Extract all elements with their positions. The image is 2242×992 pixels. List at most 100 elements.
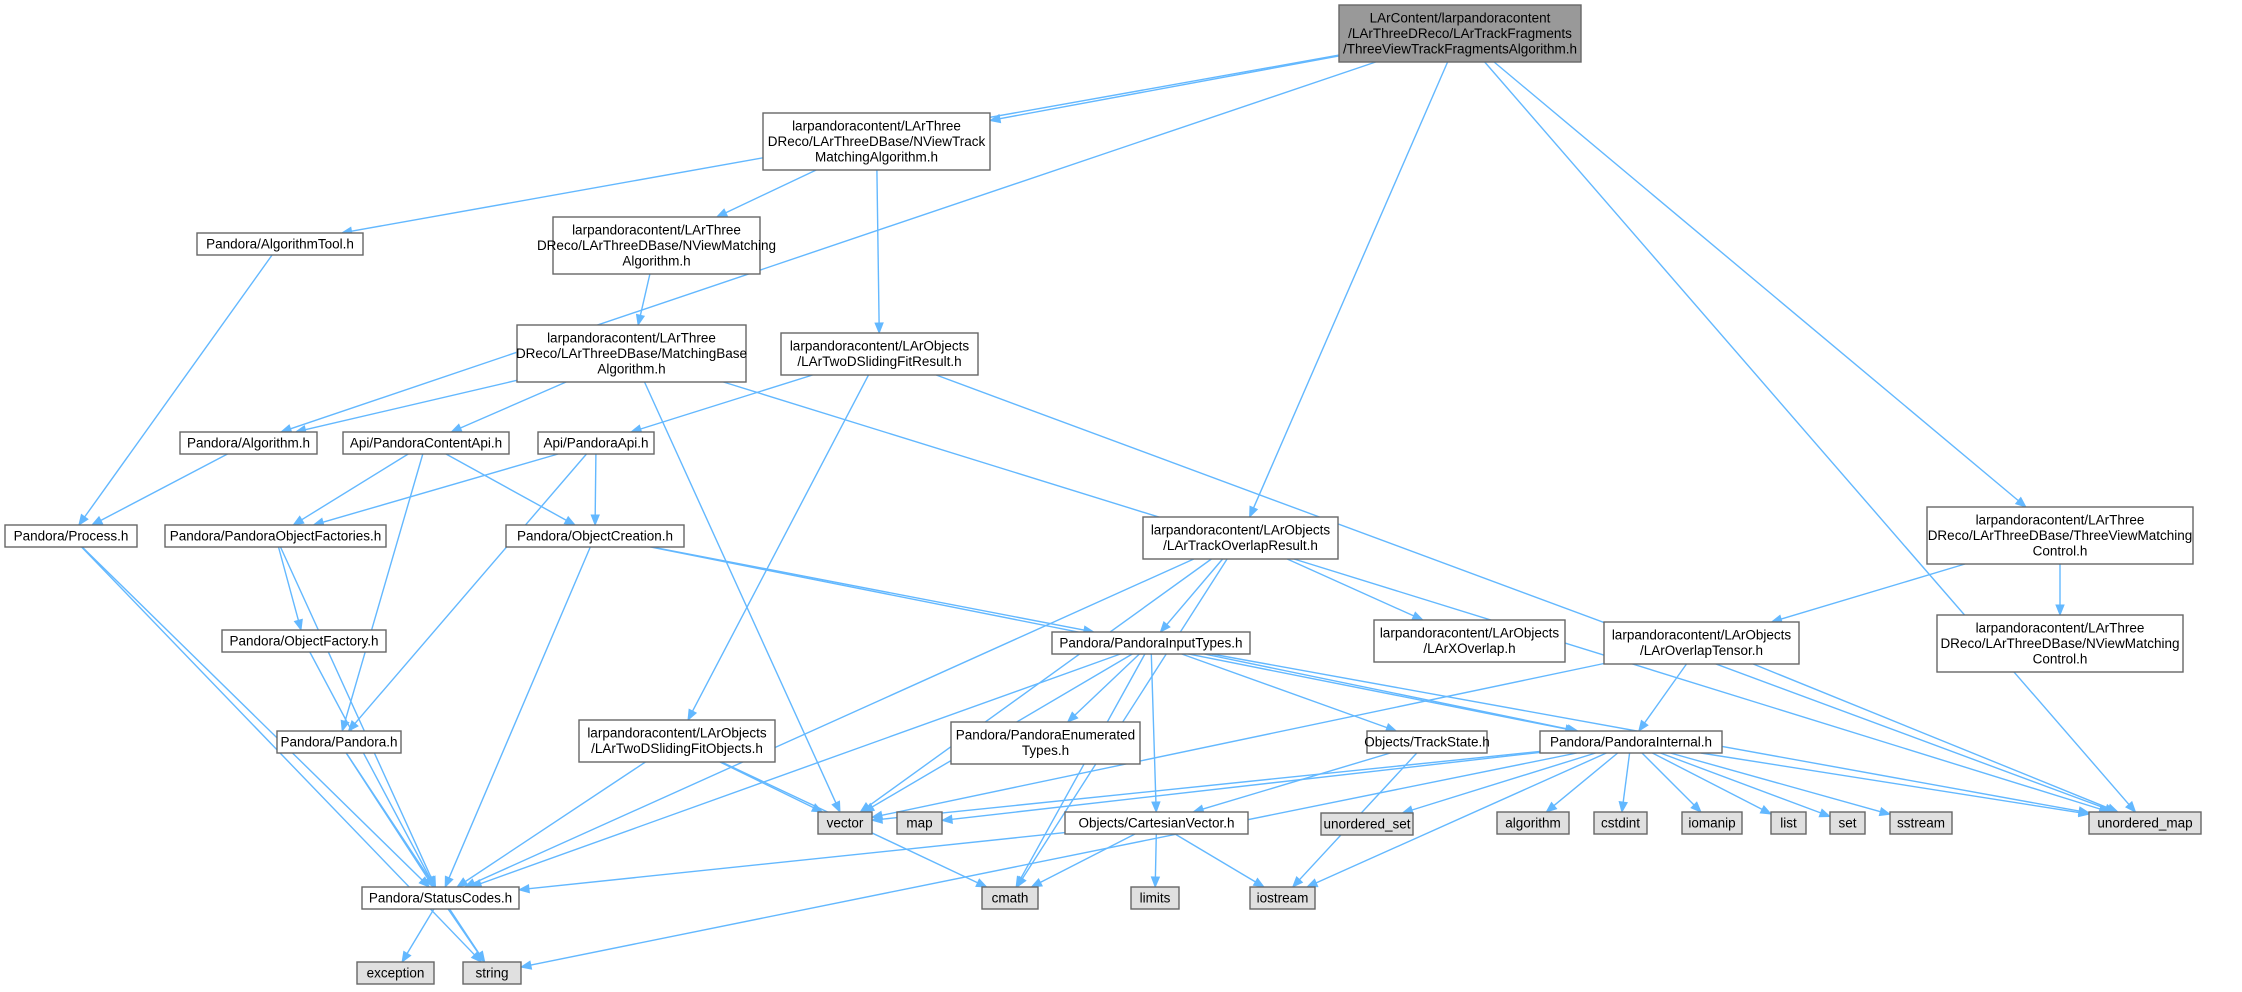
node-label-line: /LArTrackOverlapResult.h xyxy=(1163,538,1318,553)
edge-arrowhead xyxy=(1150,876,1161,889)
node-slidingobj[interactable]: larpandoracontent/LArObjects/LArTwoDSlid… xyxy=(578,719,776,763)
edge-line xyxy=(1021,558,1228,879)
edge-root-to-trackoverlap xyxy=(1249,61,1449,519)
node-label-line: Types.h xyxy=(1022,743,1069,758)
node-pandoraapi[interactable]: Api/PandoraApi.h xyxy=(537,431,655,455)
node-overlaptensor[interactable]: larpandoracontent/LArObjects/LArOverlapT… xyxy=(1603,621,1800,665)
node-statuscodes[interactable]: Pandora/StatusCodes.h xyxy=(361,886,520,910)
node-box xyxy=(1338,4,1582,63)
node-pandora-h[interactable]: Pandora/Pandora.h xyxy=(276,730,402,754)
node-label-line: Control.h xyxy=(2033,543,2088,558)
node-box xyxy=(780,332,979,376)
edge-arrowhead xyxy=(1159,620,1171,634)
edge-arrowhead xyxy=(455,877,469,888)
node-nviewctrl[interactable]: larpandoracontent/LArThreeDReco/LArThree… xyxy=(1936,614,2184,673)
edge-arrowhead xyxy=(687,708,698,722)
node-limits: limits xyxy=(1130,886,1180,910)
node-box xyxy=(1681,811,1743,835)
edge-line xyxy=(1074,653,1140,716)
edge-overlaptensor-to-internal xyxy=(1638,663,1688,733)
node-set: set xyxy=(1829,811,1866,835)
edge-line xyxy=(719,761,814,809)
node-matchbase[interactable]: larpandoracontent/LArThreeDReco/LArThree… xyxy=(516,324,747,383)
edge-line xyxy=(528,831,1066,890)
node-label-line: DReco/LArThreeDBase/MatchingBase xyxy=(516,346,747,361)
edge-arrowhead xyxy=(519,960,533,970)
node-trackstate[interactable]: Objects/TrackState.h xyxy=(1364,730,1490,754)
edge-line xyxy=(1181,653,1388,729)
node-box xyxy=(462,961,522,985)
edge-cartesian-to-statuscodes xyxy=(517,831,1066,894)
node-label-line: /LArXOverlap.h xyxy=(1423,641,1515,656)
node-algorithm-h[interactable]: Pandora/Algorithm.h xyxy=(179,431,318,455)
edge-internal-to-list xyxy=(1652,752,1773,815)
node-algtool[interactable]: Pandora/AlgorithmTool.h xyxy=(196,232,364,256)
node-trackoverlap[interactable]: larpandoracontent/LArObjects/LArTrackOve… xyxy=(1142,516,1339,560)
node-nviewmatch[interactable]: larpandoracontent/LArThreeDReco/LArThree… xyxy=(537,216,776,275)
node-internal[interactable]: Pandora/PandoraInternal.h xyxy=(1539,730,1723,754)
node-map: map xyxy=(896,811,943,835)
node-box xyxy=(1603,621,1800,665)
node-process[interactable]: Pandora/Process.h xyxy=(4,524,138,548)
edge-line xyxy=(322,453,559,523)
edge-line xyxy=(594,453,597,516)
edge-pandoraapi-to-pandora_h xyxy=(347,453,588,733)
node-objcreation[interactable]: Pandora/ObjectCreation.h xyxy=(505,524,685,548)
edge-slidingres-to-pandoraapi xyxy=(629,374,813,434)
node-nviewtrack[interactable]: larpandoracontent/LArThreeDReco/LArThree… xyxy=(762,112,991,171)
node-box xyxy=(1936,614,2184,673)
edge-arrowhead xyxy=(870,814,883,824)
node-objfactories[interactable]: Pandora/PandoraObjectFactories.h xyxy=(164,524,387,548)
node-root[interactable]: LArContent/larpandoracontent/LArThreeDRe… xyxy=(1338,4,1582,63)
edge-internal-to-iomanip xyxy=(1641,752,1702,813)
edge-arrowhead xyxy=(293,618,303,632)
edge-arrowhead xyxy=(474,950,486,964)
node-objfactory[interactable]: Pandora/ObjectFactory.h xyxy=(221,629,387,653)
edge-line xyxy=(1670,752,1881,813)
edge-arrowhead xyxy=(1291,876,1304,888)
edge-arrowhead xyxy=(1878,806,1892,817)
edge-arrowhead xyxy=(444,875,454,889)
edge-line xyxy=(305,379,518,431)
node-label-line: string xyxy=(475,965,508,980)
edge-nviewmatch-to-matchbase xyxy=(635,273,651,327)
edge-objcreation-to-statuscodes xyxy=(444,546,591,889)
edge-cartesian-to-iostream xyxy=(1174,833,1266,888)
node-sstream: sstream xyxy=(1889,811,1953,835)
edge-arrowhead xyxy=(2077,807,2091,818)
node-box xyxy=(1373,619,1566,663)
edge-line xyxy=(691,374,870,712)
edge-line xyxy=(460,381,567,429)
node-inputtypes[interactable]: Pandora/PandoraInputTypes.h xyxy=(1051,631,1251,655)
node-contentapi[interactable]: Api/PandoraContentApi.h xyxy=(342,431,510,455)
edge-arrowhead xyxy=(1411,611,1425,621)
node-slidingres[interactable]: larpandoracontent/LArObjects/LArTwoDSlid… xyxy=(780,332,979,376)
edge-line xyxy=(309,651,431,879)
node-threeviewctrl[interactable]: larpandoracontent/LArThreeDReco/LArThree… xyxy=(1926,506,2194,565)
node-box xyxy=(1593,811,1648,835)
edge-arrowhead xyxy=(1305,878,1319,888)
edge-line xyxy=(344,453,424,722)
edge-line xyxy=(643,381,837,804)
node-label-line: set xyxy=(1838,815,1856,830)
node-cartesian[interactable]: Objects/CartesianVector.h xyxy=(1064,811,1249,835)
edge-line xyxy=(301,453,409,521)
edge-line xyxy=(1204,653,1569,730)
edge-line xyxy=(406,908,435,954)
node-label-line: Pandora/ObjectFactory.h xyxy=(229,633,378,648)
node-label-line: Pandora/PandoraInternal.h xyxy=(1550,734,1712,749)
node-box xyxy=(950,721,1141,765)
edge-cartesian-to-limits xyxy=(1150,833,1161,889)
edge-arrowhead xyxy=(1690,801,1702,813)
edge-trackoverlap-to-xoverlap xyxy=(1286,558,1425,621)
edge-arrowhead xyxy=(1066,711,1079,723)
node-list: list xyxy=(1770,811,1807,835)
edge-arrowhead xyxy=(78,513,89,527)
node-box xyxy=(762,112,991,171)
node-label-line: Control.h xyxy=(2033,651,2088,666)
node-xoverlap[interactable]: larpandoracontent/LArObjects/LArXOverlap… xyxy=(1373,619,1566,663)
node-label-line: /LArTwoDSlidingFitObjects.h xyxy=(591,741,763,756)
node-label-line: /ThreeViewTrackFragmentsAlgorithm.h xyxy=(1343,41,1577,56)
edge-inputtypes-to-internal xyxy=(1204,653,1580,734)
